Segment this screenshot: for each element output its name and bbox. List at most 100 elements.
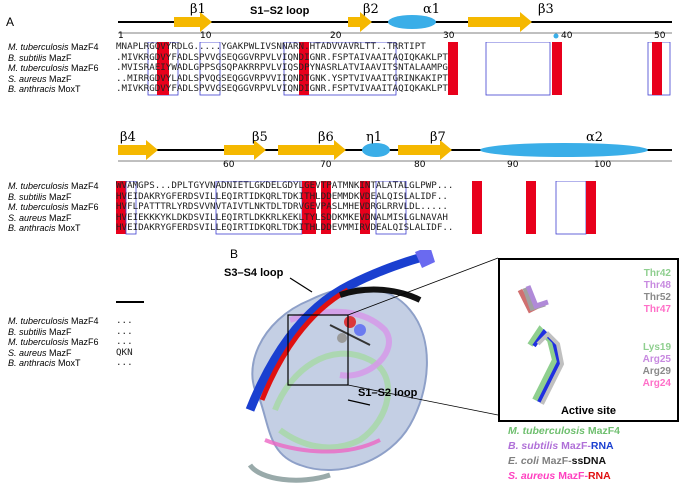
residue-label: Thr52: [643, 292, 671, 303]
block1-sequences: MNAPLRGQVYRDLG.....YGAKPWLIVSNNARN.HTADV…: [116, 41, 448, 95]
protein-structure-image: [245, 250, 499, 483]
b4-label: β4: [120, 130, 136, 145]
panel-b-label: B: [230, 247, 239, 261]
tick-70: 70: [320, 160, 332, 170]
block1-row-name: S. aureus MazF: [8, 73, 72, 84]
b6-label: β6: [318, 130, 334, 145]
a2-label: α2: [586, 130, 604, 145]
thr-residue-labels: Thr42 Thr48 Thr52 Thr47: [644, 268, 671, 316]
tick-30: 30: [443, 31, 455, 41]
block3-names: M. tuberculosis MazF4 B. subtilis MazF M…: [8, 316, 99, 369]
block1-secondary-structure: [118, 12, 672, 39]
inset-title: Active site: [560, 405, 617, 417]
inset-sticks: [517, 285, 565, 405]
block3-row-name: B. subtilis MazF: [8, 326, 72, 337]
a1-helix: [388, 15, 436, 29]
block1-seq-row: ..MIRRGDVYLADLSPVQGSEQGGVRPVVIIQNDTGNK.Y…: [116, 72, 448, 84]
block3-seq-row: ...: [116, 325, 133, 337]
block3-row-name: S. aureus MazF: [8, 347, 72, 358]
a2-helix: [480, 143, 648, 157]
block3-backbone: [116, 301, 144, 303]
b6-strand-arrow: [278, 140, 346, 160]
rna-strand-red: [259, 287, 350, 401]
a1-label: α1: [423, 2, 441, 17]
residue-label: Thr48: [643, 280, 671, 291]
block1-seq-row: MNAPLRGQVYRDLG.....YGAKPWLIVSNNARN.HTADV…: [116, 41, 426, 52]
block1-seq-row: .MIVKRGDVYFADLSPVVGSEQGGVRPVLVIQNDIGNR.F…: [116, 51, 448, 63]
block1-seq-row: .MIVKRGDVYFADLSPVVGSEQGGVRPVLVIQNDIGNR.F…: [116, 83, 448, 94]
block2-seq-row: HVEIDAKRYGFERDSVILLEQIRTIDKQRLTDKITHLDDE…: [116, 190, 448, 202]
tick-100: 100: [594, 160, 612, 170]
lys-arg-residue-labels: Lys19 Arg25 Arg29 Arg24: [643, 342, 671, 390]
ssdna-strand-black: [339, 286, 422, 303]
block1-row-name: M. tuberculosis MazF6: [8, 63, 99, 73]
s1s2-loop-label-b: S1–S2 loop: [358, 387, 418, 399]
active-site-inset: Thr42 Thr48 Thr52 Thr47 Lys19 Arg25 Arg2…: [498, 258, 679, 422]
block1-row-name: M. tuberculosis MazF4: [8, 42, 99, 52]
block2-row-name: M. tuberculosis MazF6: [8, 202, 99, 212]
block1-row-name: B. subtilis MazF: [8, 52, 72, 63]
residue-label: Thr47: [643, 304, 671, 315]
b7-label: β7: [430, 130, 446, 145]
s3s4-loop-arrow: [289, 277, 313, 293]
block3-sequences: ... ... ... QKN ...: [116, 315, 133, 369]
b4-strand-arrow: [118, 140, 158, 160]
b3-label: β3: [538, 2, 554, 17]
active-site-box: [287, 314, 349, 386]
block3-seq-row: ...: [116, 357, 133, 368]
tick-50: 50: [654, 31, 666, 41]
tick-40: 40: [561, 31, 573, 41]
residue-label: Thr42: [643, 268, 671, 279]
block1-seq-row: .MVISRAEIYWADLGPPSGSQPAKRRPVLVIQSDPYNASR…: [116, 62, 448, 73]
block3-seq-row: ...: [116, 315, 133, 326]
b7-strand-arrow: [398, 140, 452, 160]
block3-row-name: M. tuberculosis MazF4: [8, 316, 99, 326]
block3-seq-row: QKN: [116, 346, 133, 358]
active-site-sticks: [329, 316, 371, 346]
residue-label: Arg24: [642, 378, 671, 389]
h1-label: η1: [366, 130, 383, 145]
block2-sequences: WVAMGPS...DPLTGYVNADNIETLGKDELGDYLGEVTPA…: [116, 180, 454, 234]
inset-connector-bottom: [347, 384, 499, 416]
rna-strand-blue: [245, 250, 432, 412]
legend-item: E. coli MazF-ssDNA: [508, 455, 607, 467]
legend-item: S. aureus MazF-RNA: [508, 470, 611, 482]
b2-label: β2: [363, 2, 379, 17]
block2-seq-row: HVFLPATTTRLYRDSVVNVTAIVTLNKTDLTDRVGEVPAS…: [116, 201, 448, 212]
block2-highlight-boxes: [116, 181, 596, 235]
legend-item: M. tuberculosis MazF4: [508, 425, 621, 437]
residue-label: Lys19: [643, 342, 671, 353]
block2-names: M. tuberculosis MazF4 B. subtilis MazF M…: [8, 181, 99, 234]
block3-row-name: M. tuberculosis MazF6: [8, 337, 99, 347]
s3s4-loop-label: S3–S4 loop: [224, 267, 284, 279]
b3-strand-arrow: [468, 12, 532, 32]
block2-seq-row: HVEIEKKKYKLDKDSVILLEQIRTLDKKRLKEKLTYLSDD…: [116, 211, 448, 223]
legend-item: B. subtilis MazF-RNA: [508, 440, 614, 452]
b5-strand-arrow: [224, 140, 266, 160]
panel-a-label: A: [6, 15, 15, 29]
b1-strand-arrow: [174, 12, 212, 32]
residue-label: Arg29: [642, 366, 671, 377]
tick-60: 60: [223, 160, 235, 170]
h1-helix: [362, 143, 390, 157]
b1-label: β1: [190, 2, 206, 17]
tick-90: 90: [507, 160, 519, 170]
structure-legend: M. tuberculosis MazF4 B. subtilis MazF-R…: [508, 424, 620, 484]
block3-seq-row: ...: [116, 336, 133, 347]
block1-highlight-boxes: [147, 42, 671, 96]
inset-connector-top: [347, 257, 499, 316]
tick-10: 10: [200, 31, 212, 41]
block2-secondary-structure: [118, 140, 672, 162]
block1-active-dot: [553, 33, 559, 39]
block3-row-name: B. anthracis MoxT: [8, 358, 81, 368]
block2-seq-row: HVEIDAKRYGFERDSVILLEQIRTIDKQRLTDKITHLDDE…: [116, 222, 454, 233]
rna-end-blob: [415, 250, 435, 268]
ribbon-gray: [247, 463, 331, 483]
block2-row-name: S. aureus MazF: [8, 212, 72, 223]
block1-names: M. tuberculosis MazF4 B. subtilis MazF M…: [8, 42, 99, 95]
ribbon-magenta: [264, 438, 381, 454]
block1-row-name: B. anthracis MoxT: [8, 84, 81, 94]
block2-row-name: B. anthracis MoxT: [8, 223, 81, 233]
tick-1: 1: [118, 31, 124, 41]
residue-label: Arg25: [642, 354, 671, 365]
